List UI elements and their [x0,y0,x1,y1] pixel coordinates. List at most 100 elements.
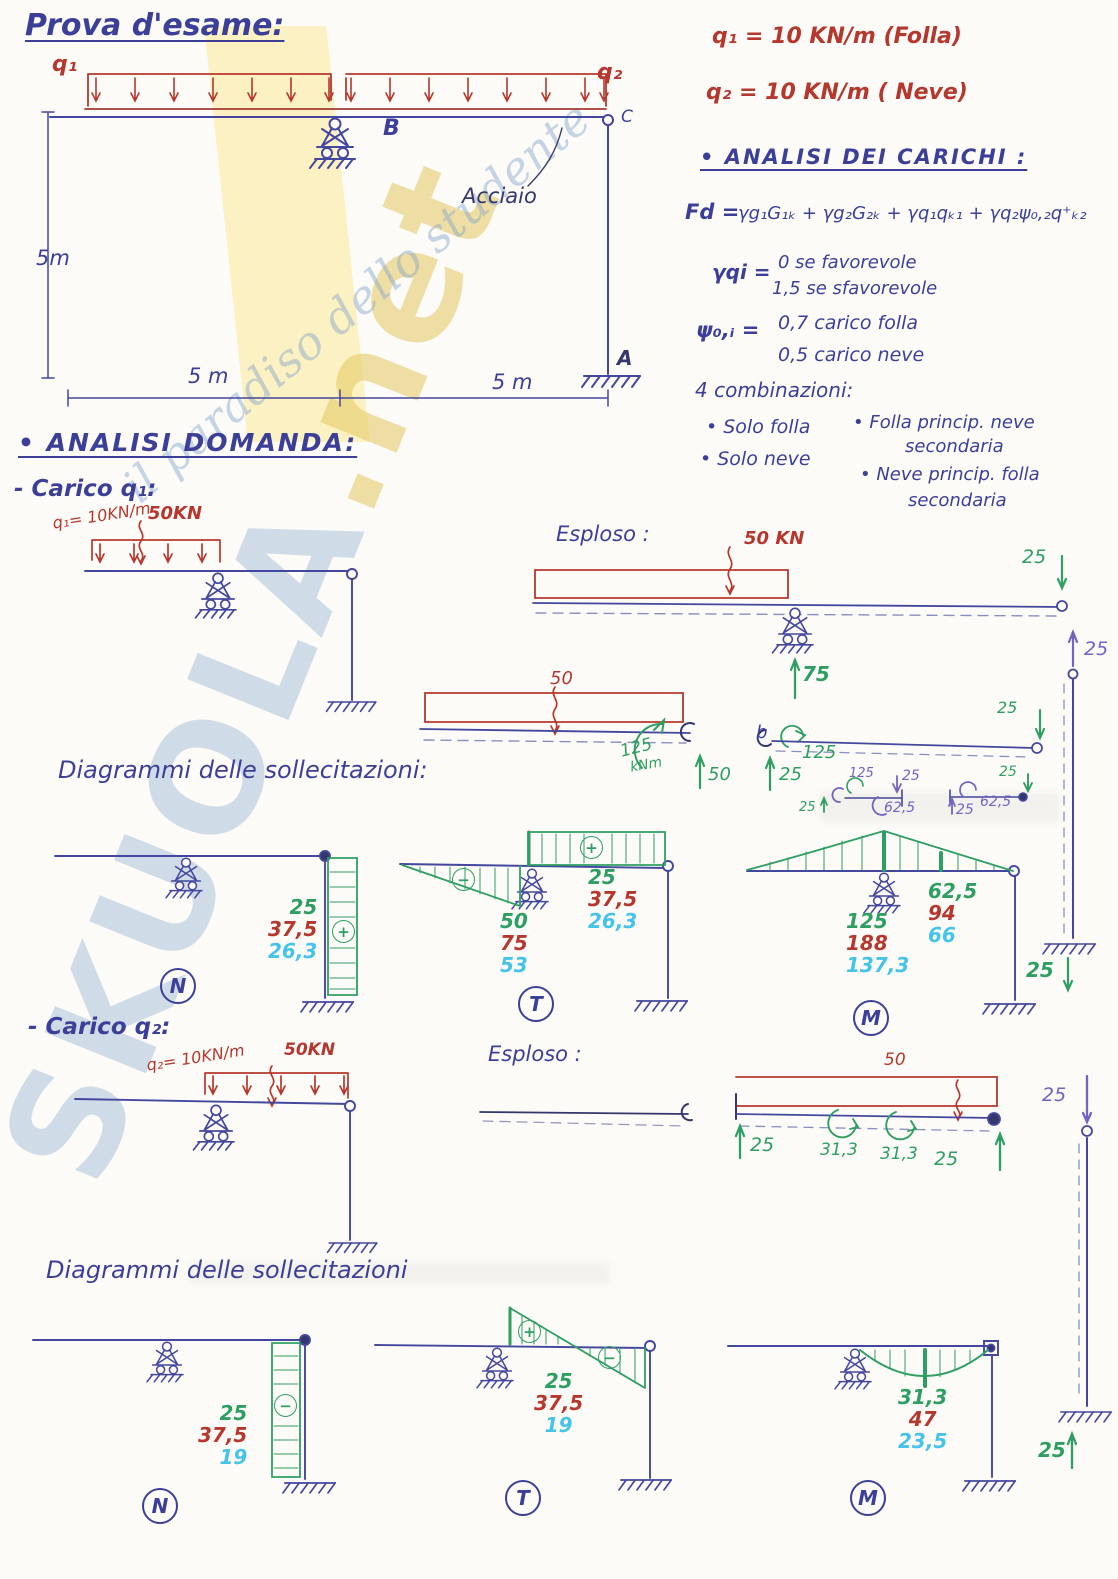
esploso2-moment-1: 31,3 [820,1140,858,1160]
esploso2-left-reaction: 25 [750,1134,775,1156]
t1-left-values: 50 75 53 [500,910,528,976]
material-label: Acciaio [462,184,537,208]
esploso1-free-bodies [820,773,1033,816]
esploso2-right-span [734,1076,1006,1172]
bleed-through-ghost [190,1262,610,1284]
frame-load-band [84,73,609,110]
esploso2-col-bottom-force: 25 [1038,1438,1066,1462]
n1-diagram-plot [327,857,358,996]
load-def-q2: q₂ = 10 KN/m ( Neve) [706,80,968,105]
domanda-heading: • ANALISI DOMANDA: [18,428,358,457]
n1-values: 25 37,5 26,3 [268,896,317,962]
carico2-resultant: 50KN [284,1040,336,1060]
gamma-option-2: 1,5 se sfavorevole [772,278,938,299]
value: 23,5 [898,1429,948,1453]
diagrammi2-heading: Diagrammi delle sollecitazioni [46,1256,408,1284]
fb-right-up-force: 25 [956,802,974,818]
value: 37,5 [534,1391,584,1415]
m2-tag: M [850,1480,886,1516]
dim-span-right: 5 m [492,370,533,394]
esploso2-heading: Esploso : [488,1042,582,1066]
esploso1-col-top-force: 25 [1084,638,1109,660]
sign-symbol: − [457,870,470,889]
esploso1-node-b-small: b [756,722,768,743]
esploso1-left-span [419,686,706,790]
value: 94 [928,901,956,925]
value: 26,3 [588,909,638,933]
esploso2-column [1058,1074,1113,1470]
tag-letter: M [861,1006,881,1030]
value: 25 [289,895,318,919]
value: 25 [588,865,616,889]
t2-sign-negative: − [598,1346,621,1369]
esploso1-load-top: 50 KN [744,528,805,549]
m1-diagram-plot [746,830,1014,872]
diagrammi1-heading: Diagrammi delle sollecitazioni: [58,756,428,784]
tag-letter: N [151,1494,169,1518]
sign-symbol: + [523,1322,536,1341]
value: 37,5 [198,1423,248,1447]
value: 19 [219,1445,248,1469]
fb-moment-2: 62,5 [884,800,916,816]
n2-tag: N [142,1488,178,1524]
carico2-label: - Carico q₂: [28,1014,171,1040]
t2-tag: T [505,1480,541,1516]
frame-dimensions [41,111,609,407]
combination-3b: secondaria [905,436,1004,457]
t2-diagram-structure [374,1340,673,1491]
value: 47 [908,1407,937,1431]
combination-1: • Solo folla [706,416,811,438]
psi-symbol: ψ₀,ᵢ = [696,318,760,342]
esploso1-beam [532,546,1068,700]
esploso1-span2-left-force: 25 [779,764,802,785]
load-def-q1: q₁ = 10 KN/m (Folla) [712,24,962,49]
value: 31,3 [898,1385,948,1409]
value: 75 [500,931,528,955]
combination-3a: • Folla princip. neve [853,412,1035,433]
t1-right-values: 25 37,5 26,3 [588,866,637,932]
esploso1-span2-moment: 125 [802,742,837,763]
t1-sign-positive: + [580,836,603,859]
carico-q2-structure [74,1098,378,1254]
value: 19 [544,1413,573,1437]
esploso1-heading: Esploso : [556,522,650,546]
node-a-label: A [617,346,633,370]
value: 188 [846,931,888,955]
combinations-heading: 4 combinazioni: [695,378,854,402]
sign-symbol: + [585,838,598,857]
tag-letter: M [858,1486,878,1510]
m1-diagram-structure [746,865,1037,1015]
esploso1-span-load: 50 [550,668,573,689]
psi-option-1: 0,7 carico folla [778,312,919,334]
esploso1-shear-value: 50 [708,764,731,785]
esploso2-load: 50 [884,1050,906,1070]
value: 25 [219,1401,248,1425]
esploso2-right-reaction: 25 [934,1148,959,1170]
value: 137,3 [846,953,910,977]
fb-mid-down-force: 25 [902,768,920,784]
m1-values-at-b: 125 188 137,3 [846,910,909,976]
dim-height: 5m [36,246,70,270]
esploso1-column [1042,629,1097,993]
fb-left-up-force: 25 [799,800,816,815]
esploso2-moment-2: 31,3 [880,1144,918,1164]
formula-rhs: γg₁G₁ₖ + γg₂G₂ₖ + γq₁qₖ₁ + γq₂ψ₀,₂q⁺ₖ₂ [738,203,1087,224]
esploso1-right-span [756,708,1046,792]
node-b-label: B [383,116,400,141]
dim-span-left: 5 m [188,364,229,388]
carico1-label: - Carico q₁: [14,476,157,502]
formula-lhs: Fd = [685,200,740,224]
tag-letter: T [529,992,543,1016]
tag-letter: N [169,974,187,998]
value: 62,5 [928,879,978,903]
gamma-option-1: 0 se favorevole [778,252,917,273]
m1-tag: M [853,1000,889,1036]
fb-moment-3: 62,5 [980,794,1012,810]
t2-values: 25 37,5 19 [534,1370,583,1436]
load-q2-symbol: q₂ [597,60,623,85]
page-title: Prova d'esame: [25,8,285,43]
t1-diagram-plot [401,830,666,908]
esploso1-span2-right-force: 25 [997,698,1018,717]
n1-tag: N [160,968,196,1004]
